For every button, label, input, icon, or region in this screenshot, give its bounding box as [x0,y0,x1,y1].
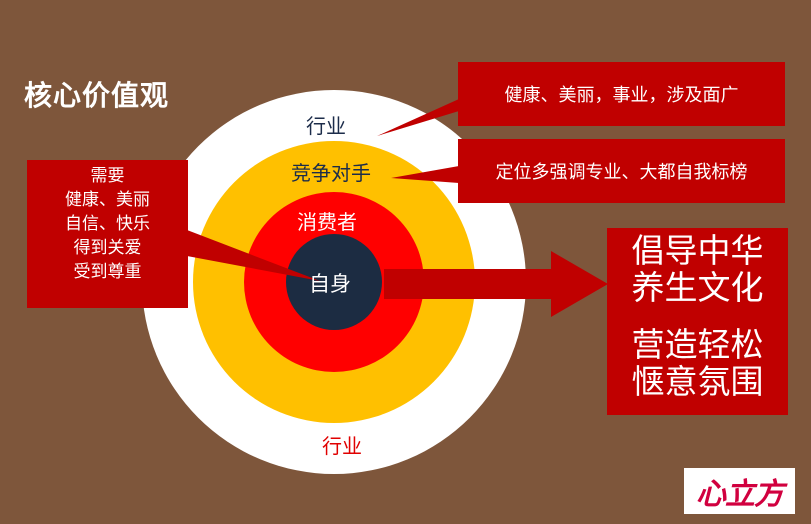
pointer-needs [187,230,320,281]
culture-line: 惬意氛围 [631,362,764,401]
needs-line: 需要 [90,166,125,186]
callout-competitor: 定位多强调专业、大都自我标榜 [458,139,785,203]
pointer-competitor [391,166,459,183]
brand-logo: 心立方 [684,468,795,514]
needs-line: 受到尊重 [73,262,142,282]
culture-box: 倡导中华 养生文化 营造轻松 惬意氛围 [607,228,788,415]
ring-label-industry-bottom: 行业 [322,434,362,458]
culture-spacer [607,306,788,326]
arrow-to-culture [384,251,608,317]
ring-core [286,234,382,330]
needs-line: 健康、美丽 [65,190,150,210]
ring-label-industry-top: 行业 [306,114,346,138]
ring-label-competitor: 竞争对手 [291,161,371,185]
ring-label-consumer: 消费者 [297,210,357,234]
needs-line: 得到关爱 [73,238,142,258]
culture-line: 营造轻松 [631,325,764,364]
culture-line: 倡导中华 [631,231,764,270]
needs-line: 自信、快乐 [65,214,150,234]
needs-box: 需要 健康、美丽 自信、快乐 得到关爱 受到尊重 [27,160,188,308]
pointer-industry [377,99,459,136]
culture-line: 养生文化 [631,268,764,307]
page-title: 核心价值观 [24,79,170,112]
callout-industry: 健康、美丽，事业，涉及面广 [458,62,785,126]
ring-label-self: 自身 [309,272,351,296]
